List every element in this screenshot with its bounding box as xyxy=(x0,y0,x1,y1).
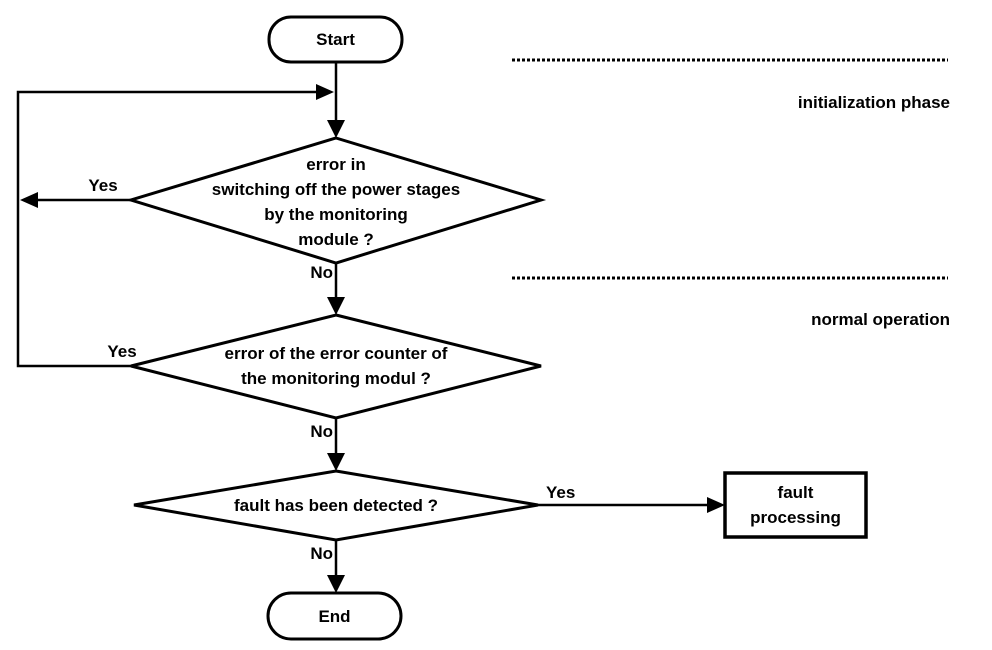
decision2-yes-label: Yes xyxy=(107,342,137,361)
edge-feedback-loop xyxy=(16,90,316,368)
arrowheads xyxy=(20,84,725,593)
arrowhead-into-end xyxy=(327,575,345,593)
arrowhead-into-decision1 xyxy=(327,120,345,138)
arrowhead-into-decision3 xyxy=(327,453,345,471)
decision1-line4: module ? xyxy=(298,230,374,249)
decision3-shape xyxy=(133,469,539,542)
decision2-line2: the monitoring modul ? xyxy=(241,369,431,388)
decision1-line3: by the monitoring xyxy=(264,205,408,224)
decision1-no-label: No xyxy=(310,263,333,282)
arrowhead-into-decision2 xyxy=(327,297,345,315)
decision2-line1: error of the error counter of xyxy=(224,344,448,363)
arrowhead-into-fault-processing xyxy=(707,497,725,513)
decision2-no-label: No xyxy=(310,422,333,441)
decision1-yes-label: Yes xyxy=(88,176,118,195)
end-node-shape xyxy=(266,591,403,641)
end-node-label: End xyxy=(318,606,351,626)
connectors xyxy=(16,62,709,579)
decision3-yes-label: Yes xyxy=(546,483,576,502)
arrowhead-into-feedback-line xyxy=(20,192,38,208)
decision1-shape xyxy=(125,136,547,265)
fault-processing-shape xyxy=(723,471,868,539)
fault-processing-line2: processing xyxy=(750,508,841,527)
decision1-line1: error in xyxy=(306,155,366,174)
start-node-shape xyxy=(267,15,404,64)
decision1-label: error in switching off the power stages … xyxy=(176,152,496,252)
decision1-line2: switching off the power stages xyxy=(211,180,461,199)
fault-processing-line1: fault xyxy=(777,483,814,502)
node-shapes xyxy=(125,15,868,641)
decision2-shape xyxy=(130,313,542,420)
decision3-label: fault has been detected ? xyxy=(233,495,439,515)
decision2-label: error of the error counter of the monito… xyxy=(176,339,496,393)
fault-processing-label: fault processing xyxy=(725,478,866,532)
phase-label-normal-operation: normal operation xyxy=(811,310,950,329)
phase-separators xyxy=(512,58,948,280)
start-node-label: Start xyxy=(316,30,355,49)
arrowhead-into-main-line xyxy=(316,84,334,100)
phase-label-initialization: initialization phase xyxy=(797,93,950,112)
decision3-no-label: No xyxy=(310,544,333,563)
